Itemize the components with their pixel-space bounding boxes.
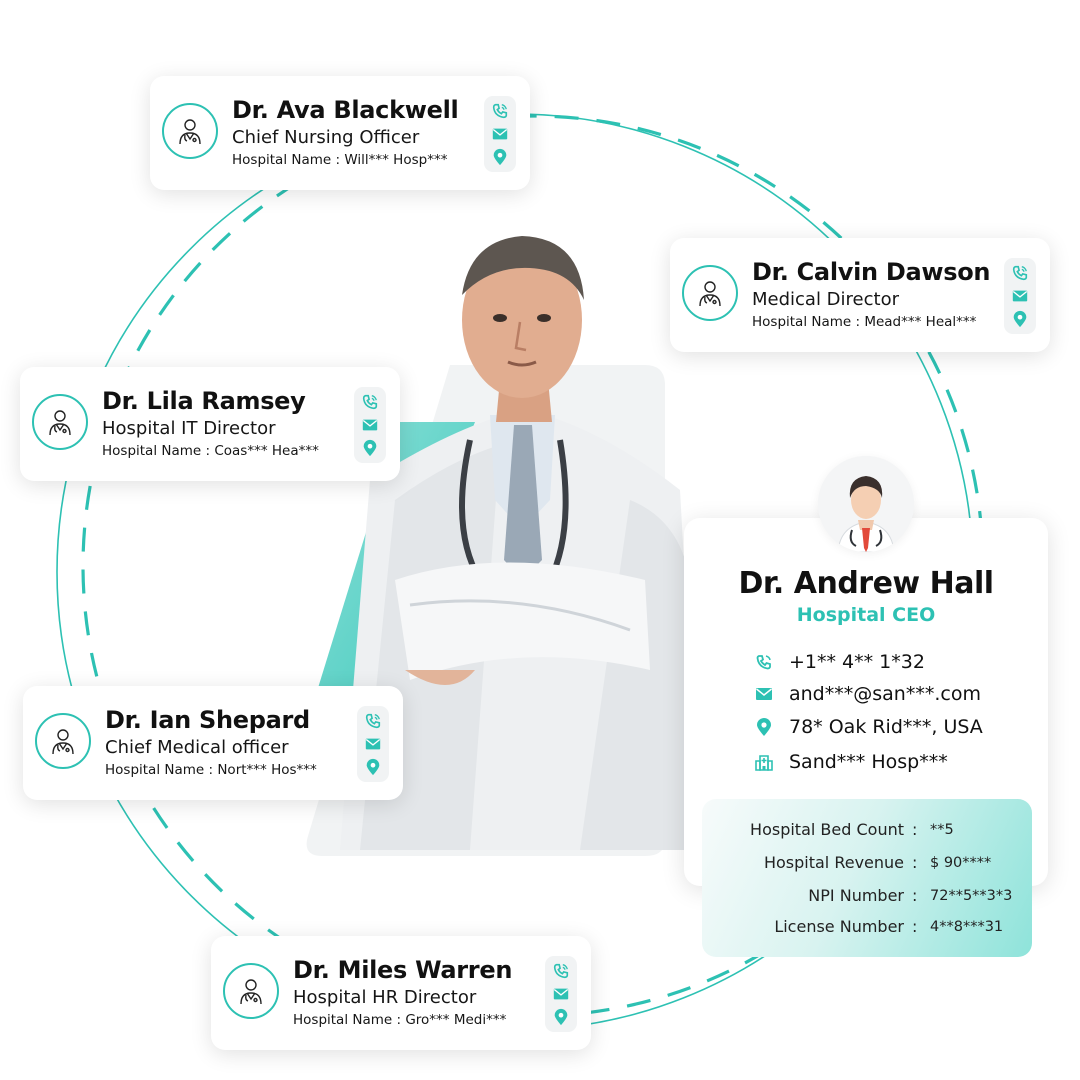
contact-card-ian-shepard[interactable]: Dr. Ian Shepard Chief Medical officer Ho… xyxy=(23,686,403,800)
contact-actions xyxy=(545,956,577,1032)
phone-icon xyxy=(756,655,771,670)
profile-email: and***@san***.com xyxy=(789,683,981,705)
profile-name: Dr. Andrew Hall xyxy=(738,566,994,601)
contact-hospital: Hospital Name : Coas*** Hea*** xyxy=(102,443,319,459)
profile-address: 78* Oak Rid***, USA xyxy=(789,716,983,738)
location-icon[interactable] xyxy=(361,439,379,457)
stat-colon: : xyxy=(912,820,918,839)
contact-title: Chief Nursing Officer xyxy=(232,127,420,148)
contact-card-lila-ramsey[interactable]: Dr. Lila Ramsey Hospital IT Director Hos… xyxy=(20,367,400,481)
contact-name: Dr. Ava Blackwell xyxy=(232,96,459,124)
contact-actions xyxy=(484,96,516,172)
contact-title: Hospital IT Director xyxy=(102,418,276,439)
stat-label: NPI Number xyxy=(808,886,904,905)
phone-icon[interactable] xyxy=(491,102,509,120)
doctor-photo xyxy=(300,200,720,860)
stat-value: 4**8***31 xyxy=(930,919,1004,935)
location-icon[interactable] xyxy=(364,758,382,776)
profile-address-row[interactable]: 78* Oak Rid***, USA xyxy=(754,714,983,740)
contact-card-ava-blackwell[interactable]: Dr. Ava Blackwell Chief Nursing Officer … xyxy=(150,76,530,190)
profile-stats-panel: Hospital Bed Count : **5 Hospital Revenu… xyxy=(702,799,1032,957)
profile-role: Hospital CEO xyxy=(796,604,936,626)
stat-row-license: License Number : 4**8***31 xyxy=(702,917,1032,941)
profile-avatar xyxy=(818,456,914,552)
stat-row-revenue: Hospital Revenue : $ 90**** xyxy=(702,853,1032,877)
contact-name: Dr. Lila Ramsey xyxy=(102,387,306,415)
location-icon[interactable] xyxy=(552,1008,570,1026)
contact-hospital: Hospital Name : Will*** Hosp*** xyxy=(232,152,448,168)
doctor-avatar-icon xyxy=(35,713,91,769)
email-icon[interactable] xyxy=(364,735,382,753)
stat-label: Hospital Bed Count xyxy=(750,820,904,839)
contact-hospital: Hospital Name : Nort*** Hos*** xyxy=(105,762,317,778)
contact-title: Medical Director xyxy=(752,289,899,310)
doctor-avatar-icon xyxy=(223,963,279,1019)
contact-card-miles-warren[interactable]: Dr. Miles Warren Hospital HR Director Ho… xyxy=(211,936,591,1050)
location-icon[interactable] xyxy=(1011,310,1029,328)
contact-name: Dr. Miles Warren xyxy=(293,956,513,984)
phone-icon[interactable] xyxy=(552,962,570,980)
contact-name: Dr. Calvin Dawson xyxy=(752,258,991,286)
contact-actions xyxy=(357,706,389,782)
contact-actions xyxy=(354,387,386,463)
location-icon[interactable] xyxy=(491,148,509,166)
profile-phone-row[interactable]: +1** 4** 1*32 xyxy=(754,649,925,675)
email-icon[interactable] xyxy=(1011,287,1029,305)
location-icon xyxy=(757,718,771,736)
contact-name: Dr. Ian Shepard xyxy=(105,706,310,734)
hospital-icon xyxy=(755,755,773,771)
contact-hospital: Hospital Name : Mead*** Heal*** xyxy=(752,314,977,330)
email-icon[interactable] xyxy=(361,416,379,434)
phone-icon[interactable] xyxy=(1011,264,1029,282)
stat-value: 72**5**3*3 xyxy=(930,888,1013,904)
profile-phone: +1** 4** 1*32 xyxy=(789,651,925,673)
stat-label: Hospital Revenue xyxy=(763,853,904,872)
stat-value: **5 xyxy=(930,822,954,838)
stat-label: License Number xyxy=(774,917,904,936)
doctor-avatar-icon xyxy=(32,394,88,450)
phone-icon[interactable] xyxy=(361,393,379,411)
doctor-avatar-icon xyxy=(682,265,738,321)
email-icon[interactable] xyxy=(552,985,570,1003)
stat-colon: : xyxy=(912,853,918,872)
stat-colon: : xyxy=(912,886,918,905)
stat-colon: : xyxy=(912,917,918,936)
contact-title: Hospital HR Director xyxy=(293,987,477,1008)
stat-row-bed-count: Hospital Bed Count : **5 xyxy=(702,820,1032,844)
phone-icon[interactable] xyxy=(364,712,382,730)
contact-hospital: Hospital Name : Gro*** Medi*** xyxy=(293,1012,507,1028)
profile-email-row[interactable]: and***@san***.com xyxy=(754,681,981,707)
contact-card-calvin-dawson[interactable]: Dr. Calvin Dawson Medical Director Hospi… xyxy=(670,238,1050,352)
email-icon xyxy=(756,688,772,700)
stat-value: $ 90**** xyxy=(930,855,992,871)
doctor-avatar-icon xyxy=(162,103,218,159)
email-icon[interactable] xyxy=(491,125,509,143)
contact-actions xyxy=(1004,258,1036,334)
profile-hospital: Sand*** Hosp*** xyxy=(789,751,948,773)
profile-hospital-row[interactable]: Sand*** Hosp*** xyxy=(754,749,948,775)
stat-row-npi: NPI Number : 72**5**3*3 xyxy=(702,886,1032,910)
contact-title: Chief Medical officer xyxy=(105,737,289,758)
